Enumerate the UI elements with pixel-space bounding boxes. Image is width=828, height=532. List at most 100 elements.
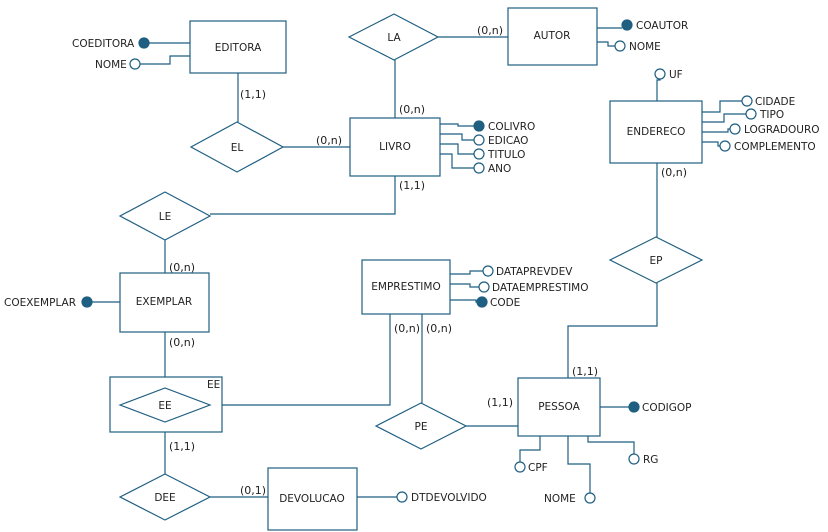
- attribute-icon: [473, 148, 485, 160]
- svg-text:COAUTOR: COAUTOR: [636, 20, 688, 32]
- line-pessoa-ep: [567, 283, 658, 378]
- rel-ee-label: EE: [158, 400, 171, 412]
- card-autor-la: (0,n): [477, 24, 503, 37]
- rel-pe[interactable]: PE: [374, 402, 468, 450]
- svg-text:DATAEMPRESTIMO: DATAEMPRESTIMO: [492, 282, 589, 294]
- key-attribute-icon: [81, 296, 93, 308]
- svg-text:CPF: CPF: [528, 462, 548, 474]
- rel-dee[interactable]: DEE: [118, 473, 212, 521]
- entity-devolucao[interactable]: DEVOLUCAO: [267, 467, 358, 531]
- card-editora-el: (1,1): [240, 88, 266, 101]
- card-ee-dee: (1,1): [169, 440, 195, 453]
- entity-pessoa[interactable]: PESSOA: [517, 377, 601, 437]
- attribute-icon: [741, 95, 753, 107]
- card-pessoa-ep: (1,1): [572, 365, 598, 378]
- svg-text:TIPO: TIPO: [759, 109, 784, 121]
- attribute-cidade[interactable]: CIDADE: [741, 95, 795, 108]
- rel-dee-label: DEE: [154, 492, 175, 504]
- attribute-dtdevolvido[interactable]: DTDEVOLVIDO: [396, 491, 487, 504]
- rel-la-label: LA: [387, 32, 401, 44]
- attribute-icon: [729, 123, 741, 135]
- attribute-code[interactable]: CODE: [476, 296, 520, 309]
- entity-autor[interactable]: AUTOR: [507, 7, 598, 66]
- rel-la[interactable]: LA: [347, 13, 440, 61]
- entity-devolucao-title: DEVOLUCAO: [279, 493, 345, 505]
- card-livro-el: (0,n): [316, 134, 342, 147]
- card-livro-le: (1,1): [399, 179, 425, 192]
- svg-text:RG: RG: [643, 454, 658, 466]
- rel-ep[interactable]: EP: [608, 236, 704, 284]
- attribute-autor-nome[interactable]: NOME: [614, 40, 661, 53]
- svg-text:COLIVRO: COLIVRO: [488, 121, 535, 133]
- attribute-colivro[interactable]: COLIVRO: [473, 120, 535, 133]
- card-endereco-ep: (0,n): [661, 166, 687, 179]
- attribute-codigop[interactable]: CODIGOP: [628, 401, 692, 414]
- attribute-coautor[interactable]: COAUTOR: [621, 19, 688, 32]
- attribute-icon: [482, 265, 494, 277]
- entity-autor-title: AUTOR: [534, 30, 571, 42]
- entity-editora[interactable]: EDITORA: [189, 20, 287, 74]
- attribute-cpf[interactable]: CPF: [514, 461, 548, 474]
- connectors: [164, 36, 658, 498]
- rel-ep-label: EP: [650, 255, 663, 267]
- attribute-icon: [584, 492, 596, 504]
- svg-text:CIDADE: CIDADE: [755, 96, 795, 108]
- attribute-icon: [628, 453, 640, 465]
- entity-endereco[interactable]: ENDERECO: [609, 100, 703, 164]
- svg-text:UF: UF: [669, 69, 683, 81]
- svg-text:CODIGOP: CODIGOP: [642, 402, 692, 414]
- attribute-coexemplar[interactable]: COEXEMPLAR: [4, 296, 93, 309]
- svg-text:DTDEVOLVIDO: DTDEVOLVIDO: [411, 492, 487, 504]
- attribute-ano[interactable]: ANO: [473, 162, 511, 175]
- attribute-icon: [473, 162, 485, 174]
- attribute-icon: [129, 58, 141, 70]
- attribute-complemento[interactable]: COMPLEMENTO: [719, 140, 816, 153]
- svg-text:ANO: ANO: [488, 163, 511, 175]
- key-attribute-icon: [628, 401, 640, 413]
- attribute-tipo[interactable]: TIPO: [745, 108, 784, 121]
- attribute-icon: [654, 68, 666, 80]
- line-ee-emprestimo: [222, 314, 391, 406]
- attribute-logradouro[interactable]: LOGRADOURO: [729, 123, 820, 136]
- svg-text:COEXEMPLAR: COEXEMPLAR: [4, 297, 76, 309]
- rel-ee-diamond: [118, 387, 212, 423]
- entity-emprestimo[interactable]: EMPRESTIMO: [361, 259, 451, 315]
- attribute-icon: [614, 40, 626, 52]
- attribute-editora-nome[interactable]: NOME: [95, 58, 141, 71]
- svg-text:EDICAO: EDICAO: [488, 135, 528, 147]
- attribute-uf[interactable]: UF: [654, 68, 683, 81]
- attribute-dataemprestimo[interactable]: DATAEMPRESTIMO: [478, 281, 589, 294]
- entity-exemplar[interactable]: EXEMPLAR: [119, 272, 210, 333]
- attribute-icon: [745, 108, 757, 120]
- cardinalities: (1,1) (0,n) (0,n) (0,n) (1,1) (0,n) (0,n…: [169, 24, 687, 497]
- rel-el-label: EL: [231, 142, 244, 154]
- entity-editora-title: EDITORA: [215, 42, 262, 54]
- key-attribute-icon: [476, 296, 488, 308]
- attribute-pessoa-nome[interactable]: NOME: [544, 492, 596, 505]
- card-livro-la: (0,n): [399, 103, 425, 116]
- attribute-icon: [514, 461, 526, 473]
- aggregate-ee[interactable]: EE EE: [109, 376, 223, 433]
- attribute-icon: [396, 491, 408, 503]
- svg-text:NOME: NOME: [544, 493, 576, 505]
- aggregate-ee-title: EE: [207, 379, 220, 391]
- rel-el[interactable]: EL: [189, 121, 285, 173]
- svg-text:LOGRADOURO: LOGRADOURO: [744, 124, 820, 136]
- card-exemplar-le: (0,n): [169, 261, 195, 274]
- attribute-titulo[interactable]: TITULO: [473, 148, 525, 161]
- card-pessoa-pe: (1,1): [487, 396, 513, 409]
- rel-le[interactable]: LE: [118, 191, 212, 241]
- attribute-coeditora[interactable]: COEDITORA: [72, 37, 150, 50]
- svg-text:CODE: CODE: [490, 297, 520, 309]
- svg-text:DATAPREVDEV: DATAPREVDEV: [496, 266, 573, 278]
- card-emprestimo-pe: (0,n): [426, 322, 452, 335]
- card-devolucao-dee: (0,1): [240, 484, 266, 497]
- attribute-icon: [478, 281, 490, 293]
- attribute-rg[interactable]: RG: [628, 453, 658, 466]
- attribute-edicao[interactable]: EDICAO: [473, 134, 528, 147]
- entity-exemplar-title: EXEMPLAR: [136, 296, 192, 308]
- attribute-dataprevdev[interactable]: DATAPREVDEV: [482, 265, 573, 278]
- entity-livro[interactable]: LIVRO: [349, 117, 441, 177]
- entity-livro-title: LIVRO: [379, 141, 411, 153]
